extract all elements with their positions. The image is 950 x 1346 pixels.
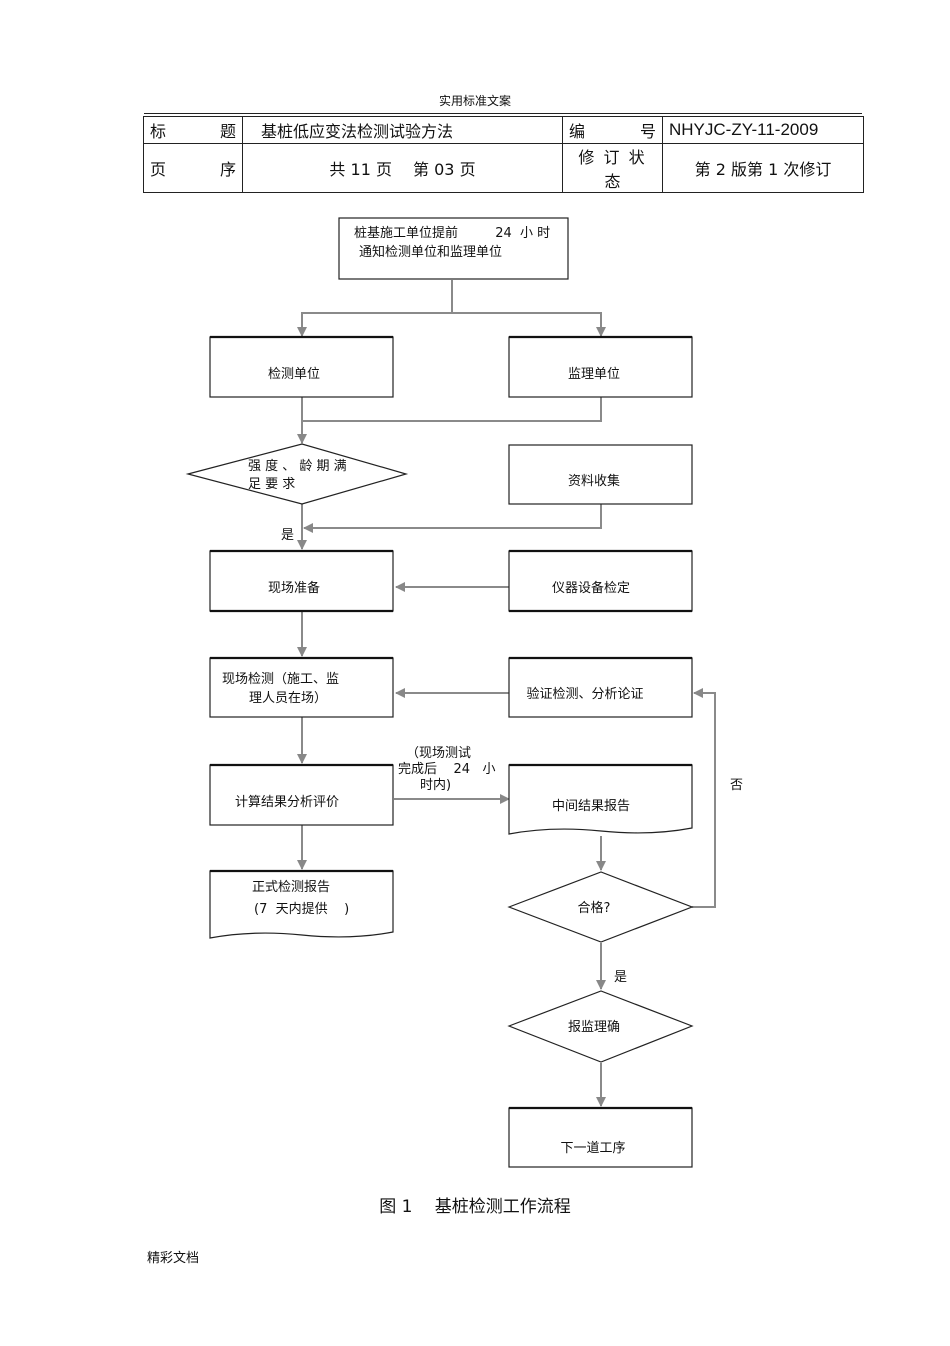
text-qualified: 合格? (578, 900, 611, 916)
node-report-confirm (507, 990, 694, 1063)
arrow-to-supervision (452, 312, 606, 337)
node-qualified (507, 871, 694, 943)
revision-value: 第 2 版第 1 次修订 (662, 143, 864, 193)
text-time-note-2: 完成后 24 小 (398, 762, 495, 777)
node-mid-report (508, 764, 693, 835)
node-next-step (508, 1107, 693, 1168)
node-site-test (209, 657, 394, 718)
title-value: 基桩低应变法检测试验方法 (242, 116, 563, 144)
arrow-data-merge (303, 504, 602, 533)
text-next-step: 下一道工序 (560, 1141, 625, 1156)
node-inspection-unit (209, 336, 394, 398)
arrow-to-inspection (297, 312, 452, 337)
text-time-note-3: 时内) (420, 777, 451, 793)
text-verify: 验证检测、分析论证 (526, 686, 643, 702)
label-yes-2: 是 (614, 970, 627, 985)
meta-row-page: 页序 共 11 页 第 03 页 修 订 状 态 第 2 版第 1 次修订 (143, 143, 864, 193)
node-notify (338, 217, 569, 280)
page-value: 共 11 页 第 03 页 (242, 143, 563, 193)
page-label: 页序 (143, 143, 243, 193)
text-formal-report-1: 正式检测报告 (252, 880, 330, 895)
text-supervision-unit: 监理单位 (568, 367, 620, 382)
text-strength-check-1: 强 度 、 龄 期 满 (248, 458, 347, 474)
node-strength-check (185, 443, 409, 505)
node-formal-report (209, 870, 394, 939)
arrow-supervision-merge (302, 397, 602, 422)
page-footer: 精彩文档 (147, 1251, 200, 1266)
text-instrument-calib: 仪器设备检定 (552, 580, 630, 596)
label-no: 否 (730, 778, 743, 793)
text-calc: 计算结果分析评价 (235, 795, 339, 810)
text-site-test-1: 现场检测（施工、监 (222, 672, 339, 687)
text-data-collection: 资料收集 (568, 473, 620, 489)
node-data-collection (508, 444, 693, 505)
label-yes-1: 是 (281, 528, 294, 543)
text-strength-check-2: 足 要 求 (248, 477, 295, 492)
text-site-prep: 现场准备 (268, 580, 320, 596)
text-report-confirm: 报监理确 (568, 1020, 620, 1035)
meta-row-title: 标题 基桩低应变法检测试验方法 编号 NHYJC-ZY-11-2009 (143, 116, 864, 144)
text-site-test-2: 理人员在场） (249, 691, 327, 706)
node-supervision-unit (508, 336, 693, 398)
text-notify-2: 通知检测单位和监理单位 (359, 244, 502, 260)
text-formal-report-2: (7 天内提供 ) (254, 901, 349, 917)
connectors (297, 280, 716, 1107)
figure-caption: 图 1 基桩检测工作流程 (379, 1197, 571, 1217)
page-header: 实用标准文案 (438, 94, 511, 108)
text-mid-report: 中间结果报告 (552, 799, 630, 814)
node-instrument-calib (508, 550, 693, 612)
code-value: NHYJC-ZY-11-2009 (662, 116, 864, 144)
revision-label: 修 订 状 态 (562, 143, 663, 193)
text-inspection-unit: 检测单位 (268, 367, 320, 382)
arrow-no-loop (692, 688, 716, 908)
header-rule (144, 113, 862, 114)
node-calc (209, 764, 394, 826)
node-verify (508, 657, 693, 718)
text-notify-1: 桩基施工单位提前 24 小 时 (354, 225, 550, 241)
text-time-note-1: （现场测试 (406, 746, 471, 761)
title-label: 标题 (143, 116, 243, 144)
document-meta-table: 标题 基桩低应变法检测试验方法 编号 NHYJC-ZY-11-2009 页序 共… (143, 116, 864, 193)
